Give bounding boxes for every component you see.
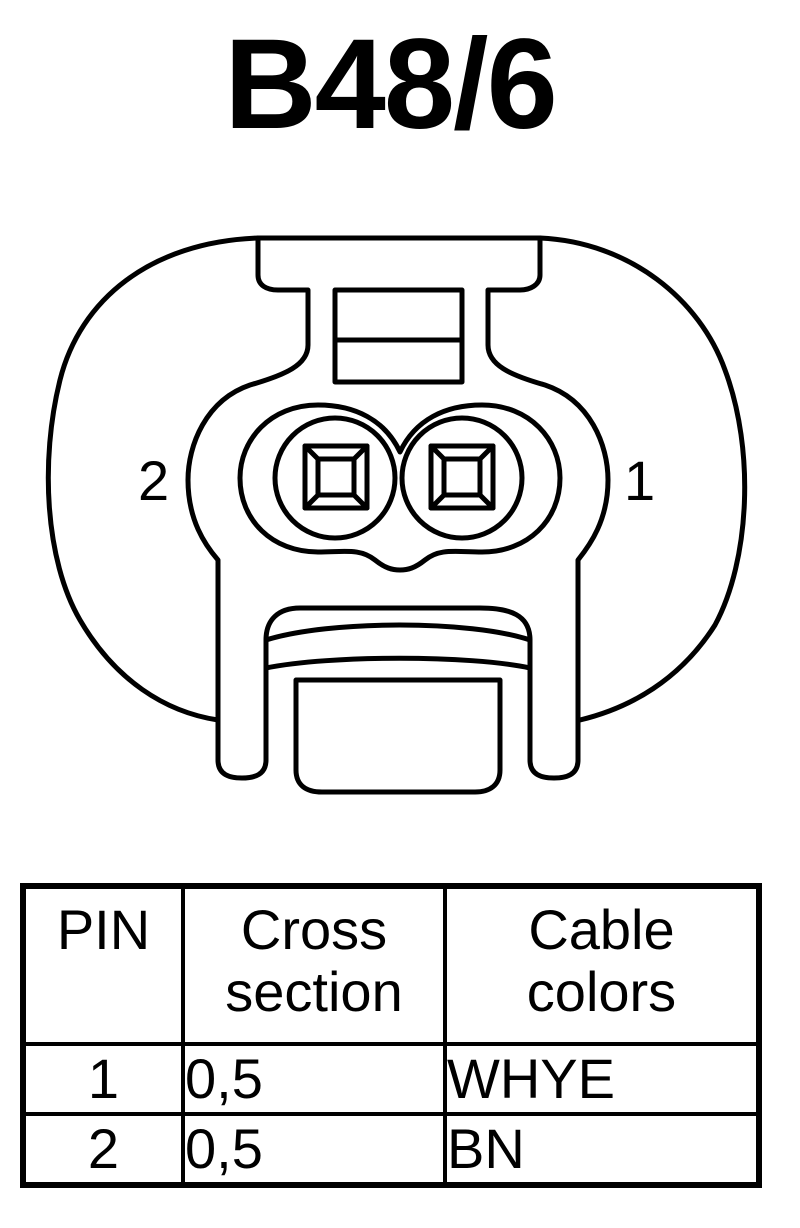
housing-outer-right (537, 235, 748, 723)
header-pin: PIN (21, 884, 185, 1046)
row-1-pin: 1 (21, 1042, 185, 1116)
table-row: 1 0,5 WHYE (21, 1042, 761, 1116)
row-2-cross-section: 0,5 (181, 1112, 447, 1187)
header-cable-colors: Cable colors (443, 884, 761, 1046)
pin-1-terminal (428, 443, 496, 511)
table-header-row: PIN Cross section Cable colors (21, 884, 761, 1046)
latch-tab (185, 235, 611, 781)
housing-outer-left (45, 235, 261, 723)
pin-2-label: 2 (138, 449, 169, 512)
pin-2-terminal (302, 443, 370, 511)
connector-diagram: 2 1 (45, 235, 748, 795)
latch-window (332, 287, 465, 385)
header-cross-section: Cross section (181, 884, 447, 1046)
row-1-cross-section: 0,5 (181, 1042, 447, 1116)
coding-rib (263, 622, 533, 671)
pin-cavity (237, 402, 563, 573)
pin-2-circle (272, 415, 398, 541)
row-2-pin: 2 (21, 1112, 185, 1187)
row-1-color: WHYE (443, 1042, 761, 1116)
connector-title: B48/6 (224, 13, 558, 156)
bottom-key (293, 677, 503, 795)
row-2-color: BN (443, 1112, 761, 1187)
pin-1-label: 1 (624, 449, 655, 512)
table-row: 2 0,5 BN (21, 1112, 761, 1187)
pin-1-circle (399, 415, 525, 541)
pin-assignment-table: PIN Cross section Cable colors 1 0,5 WHY… (20, 883, 762, 1188)
